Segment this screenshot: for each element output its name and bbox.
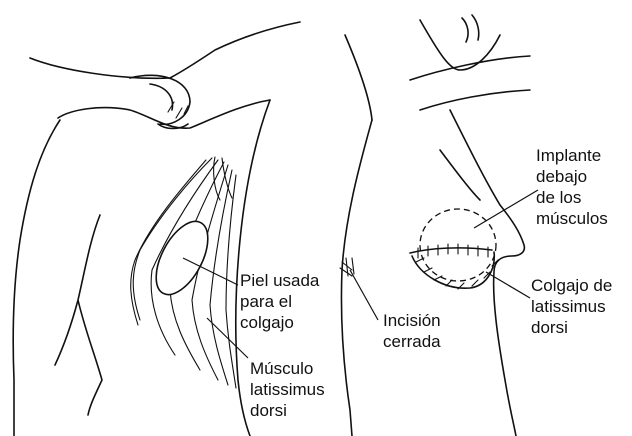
label-muscle-line-2: latissimus [250, 379, 325, 400]
right-arm-band [410, 56, 530, 110]
flap-suture-line [410, 248, 492, 253]
left-back-outline [13, 120, 60, 436]
label-implant-line-1: Implante [536, 145, 608, 166]
label-implant-line-4: músculos [536, 208, 608, 229]
label-muscle: Músculo latissimus dorsi [250, 358, 325, 421]
label-muscle-line-3: dorsi [250, 400, 325, 421]
label-skin-flap-line-3: colgajo [240, 312, 319, 333]
right-back-outline [341, 120, 372, 436]
label-skin-flap-line-1: Piel usada [240, 270, 319, 291]
label-muscle-line-1: Músculo [250, 358, 325, 379]
side-view-figure [340, 15, 538, 436]
skin-flap-ellipse [146, 213, 219, 302]
left-arm-upper [30, 22, 300, 78]
label-incision-line-1: Incisión [383, 310, 441, 331]
label-skin-flap-line-2: para el [240, 291, 319, 312]
left-hand [130, 75, 190, 128]
label-skin-flap: Piel usada para el colgajo [240, 270, 319, 333]
label-flap-line-1: Colgajo de [531, 275, 612, 296]
right-arm-top [420, 20, 500, 70]
label-flap-line-3: dorsi [531, 317, 612, 338]
right-arm-upper [345, 35, 372, 120]
label-flap-line-2: latissimus [531, 296, 612, 317]
label-flap: Colgajo de latissimus dorsi [531, 275, 612, 338]
label-incision-line-2: cerrada [383, 331, 441, 352]
label-implant-line-3: de los [536, 187, 608, 208]
label-implant-line-2: debajo [536, 166, 608, 187]
label-implant: Implante debajo de los músculos [536, 145, 608, 229]
label-incision: Incisión cerrada [383, 310, 441, 352]
